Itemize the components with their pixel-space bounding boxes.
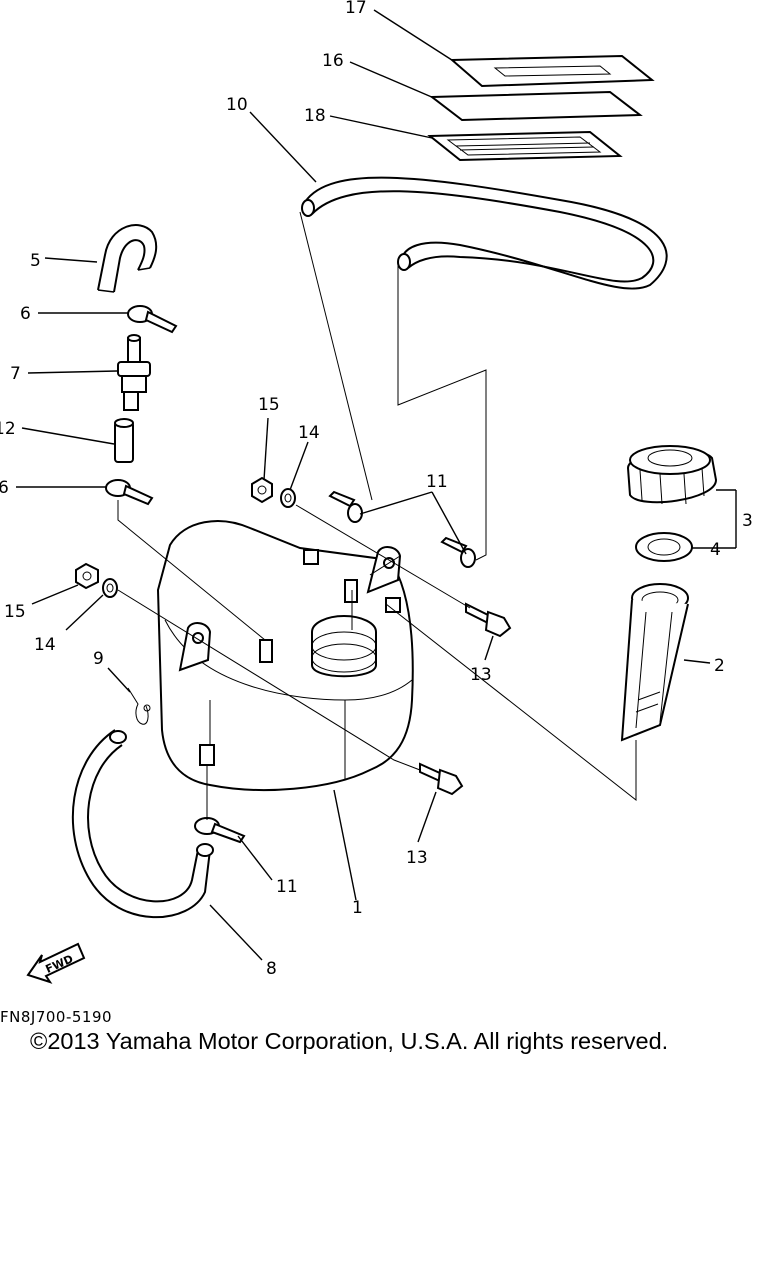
part-labels: 17 16 18 10 5 6 7 12 6 15 14 11 3 4 15 1… <box>0 0 753 979</box>
label-6-upper: 6 <box>20 304 31 324</box>
assembly-lines <box>117 211 637 820</box>
label-11-lower: 11 <box>276 877 298 897</box>
part-6-clamp-lower <box>105 479 154 506</box>
part-5-elbow-hose <box>97 224 158 293</box>
label-5: 5 <box>30 251 41 271</box>
part-6-clamp-upper <box>127 305 178 334</box>
label-15-lower: 15 <box>4 602 26 622</box>
part-14-washer-lower <box>102 578 118 598</box>
part-4-gasket <box>635 532 693 562</box>
part-3-cap <box>626 445 718 505</box>
part-10-vent-hose <box>301 176 668 290</box>
part-13-bolt-right <box>465 602 512 638</box>
part-2-filler-tube <box>620 583 689 742</box>
part-13-bolt-lower <box>419 762 464 796</box>
label-7: 7 <box>10 364 21 384</box>
label-15-upper: 15 <box>258 395 280 415</box>
part-8-drain-hose <box>71 729 214 919</box>
label-14-lower: 14 <box>34 635 56 655</box>
label-3: 3 <box>742 511 753 531</box>
label-16: 16 <box>322 51 344 71</box>
label-1: 1 <box>352 898 363 918</box>
part-15-nut-lower <box>75 562 99 590</box>
part-11-clamp-top-right <box>440 536 476 568</box>
part-11-clamp-top-left <box>328 490 363 523</box>
part-11-clamp-bottom <box>194 817 246 844</box>
part-14-washer-upper <box>280 488 296 508</box>
label-11-upper: 11 <box>426 472 448 492</box>
exploded-parts-diagram: FWD 17 16 18 10 5 6 7 12 6 15 14 11 3 4 … <box>0 0 753 984</box>
label-14-upper: 14 <box>298 423 320 443</box>
diagram-code: FN8J700-5190 <box>0 1008 113 1026</box>
part-9-clip <box>127 687 151 725</box>
label-17: 17 <box>345 0 367 18</box>
copyright-text: ©2013 Yamaha Motor Corporation, U.S.A. A… <box>30 1028 669 1054</box>
part-12-hose <box>114 418 134 463</box>
label-4: 4 <box>710 540 721 560</box>
part-1-oil-tank <box>156 520 414 791</box>
part-17-gasket <box>449 54 655 88</box>
label-12: 12 <box>0 419 16 439</box>
part-7-valve <box>117 334 151 411</box>
label-18: 18 <box>304 106 326 126</box>
leader-lines <box>16 9 737 961</box>
label-2: 2 <box>714 656 725 676</box>
part-16-plate <box>429 90 643 122</box>
label-8: 8 <box>266 959 277 979</box>
fwd-arrow-icon: FWD <box>26 942 86 984</box>
label-13-lower: 13 <box>406 848 428 868</box>
label-9: 9 <box>93 649 104 669</box>
label-10: 10 <box>226 95 248 115</box>
part-15-nut-upper <box>251 476 273 504</box>
part-18-pad <box>427 130 623 162</box>
label-6-lower: 6 <box>0 478 9 498</box>
label-13-right: 13 <box>470 665 492 685</box>
